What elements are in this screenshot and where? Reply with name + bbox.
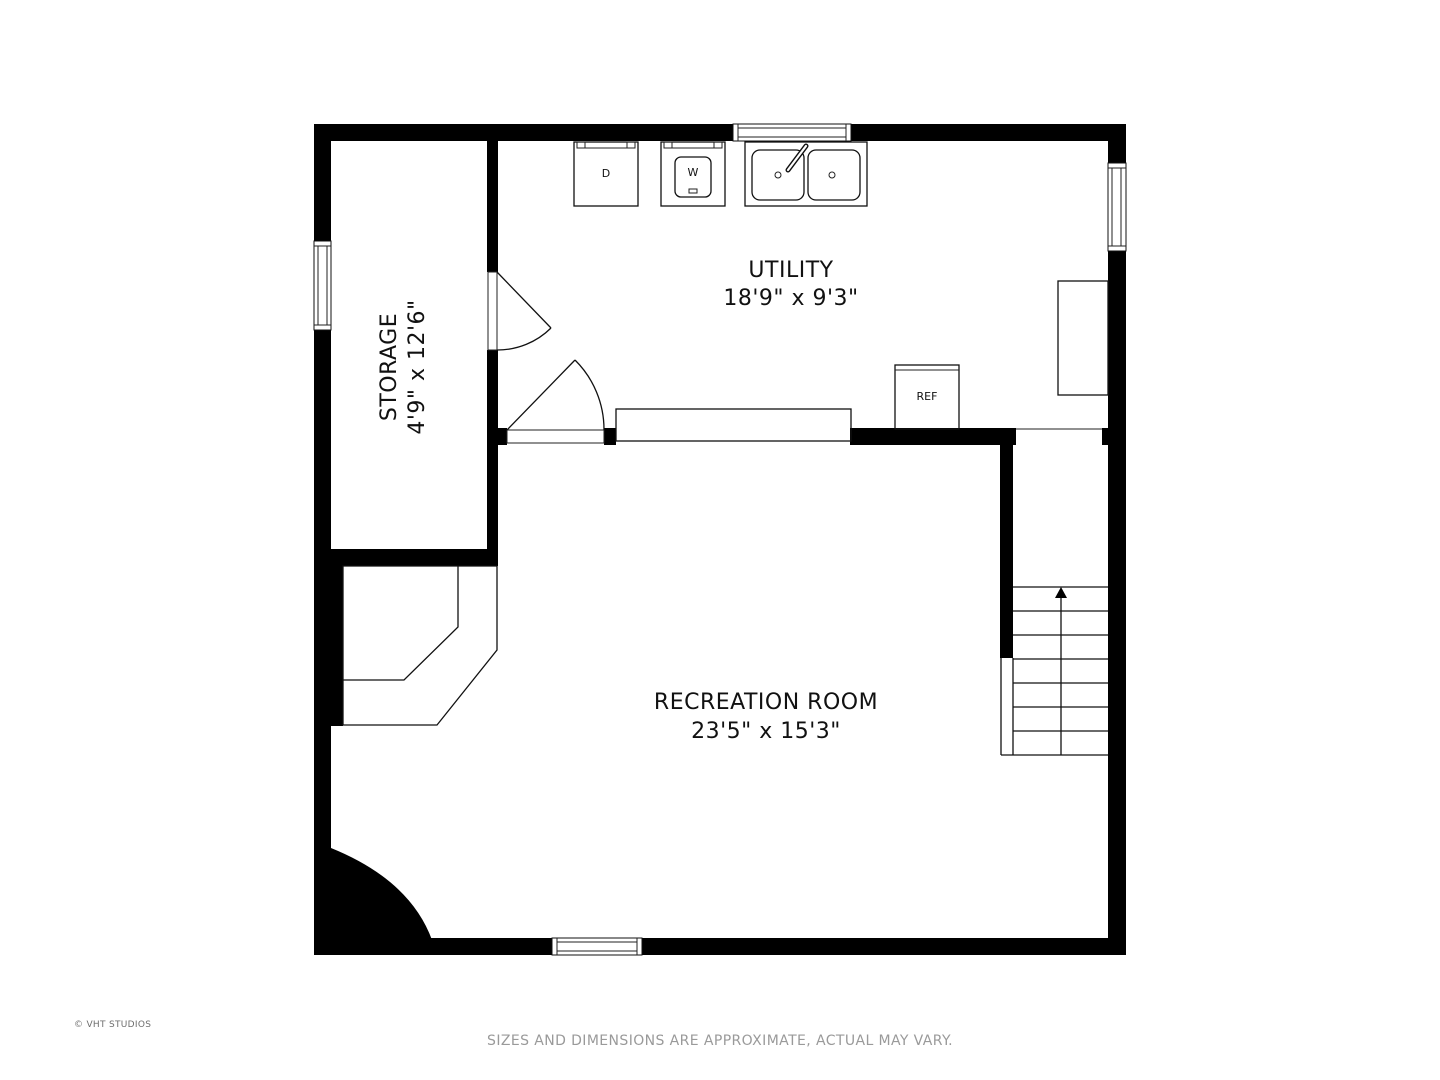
window-right — [1107, 162, 1127, 252]
dryer-label: D — [602, 167, 610, 180]
utility-cabinet — [1057, 280, 1109, 396]
doors — [487, 271, 1102, 444]
storage-room-dimensions: 4'9" x 12'6" — [405, 299, 430, 434]
stair-up-arrow-icon — [1055, 587, 1067, 598]
counter — [615, 408, 852, 442]
recreation-room-name: RECREATION ROOM — [654, 690, 878, 715]
window-left — [313, 240, 332, 331]
windows — [313, 123, 1127, 956]
bar-counter — [331, 565, 498, 726]
washer: W — [660, 141, 726, 207]
wall-utility-seg-4 — [1102, 428, 1110, 445]
door-utility — [506, 359, 605, 444]
interior-walls — [331, 141, 1110, 658]
copyright-notice: © VHT STUDIOS — [74, 1020, 152, 1030]
stairs — [1000, 586, 1108, 756]
dryer: D — [573, 141, 639, 207]
laundry-sink — [744, 141, 868, 207]
storage-dimensions-group: 4'9" x 12'6" — [405, 299, 430, 434]
washer-label: W — [688, 166, 699, 179]
utility-room-dimensions: 18'9" x 9'3" — [723, 286, 858, 311]
window-top — [732, 123, 852, 142]
corner-chimney — [331, 848, 432, 940]
exterior-walls — [314, 124, 1126, 955]
wall-left — [314, 124, 331, 955]
wall-top — [314, 124, 1126, 141]
refrigerator: REF — [894, 364, 960, 430]
wall-right — [1108, 124, 1126, 955]
wall-storage-bottom — [331, 549, 498, 566]
fixtures: D W — [573, 141, 1109, 442]
room-labels: UTILITY 18'9" x 9'3" STORAGE 4'9" x 12'6… — [377, 258, 878, 744]
door-storage — [487, 271, 552, 351]
utility-room-name: UTILITY — [748, 258, 833, 283]
wall-utility-seg-3 — [850, 428, 1016, 445]
window-bottom — [551, 937, 643, 956]
storage-label-group: STORAGE — [377, 313, 402, 421]
wall-utility-seg-1 — [487, 428, 507, 445]
wall-stair-partition — [1000, 440, 1013, 658]
refrigerator-label: REF — [917, 390, 938, 403]
wall-utility-seg-2 — [604, 428, 616, 445]
disclaimer-text: SIZES AND DIMENSIONS ARE APPROXIMATE, AC… — [487, 1033, 953, 1049]
wall-bottom — [314, 938, 1126, 955]
recreation-room-dimensions: 23'5" x 15'3" — [691, 719, 841, 744]
storage-room-name: STORAGE — [377, 313, 402, 421]
